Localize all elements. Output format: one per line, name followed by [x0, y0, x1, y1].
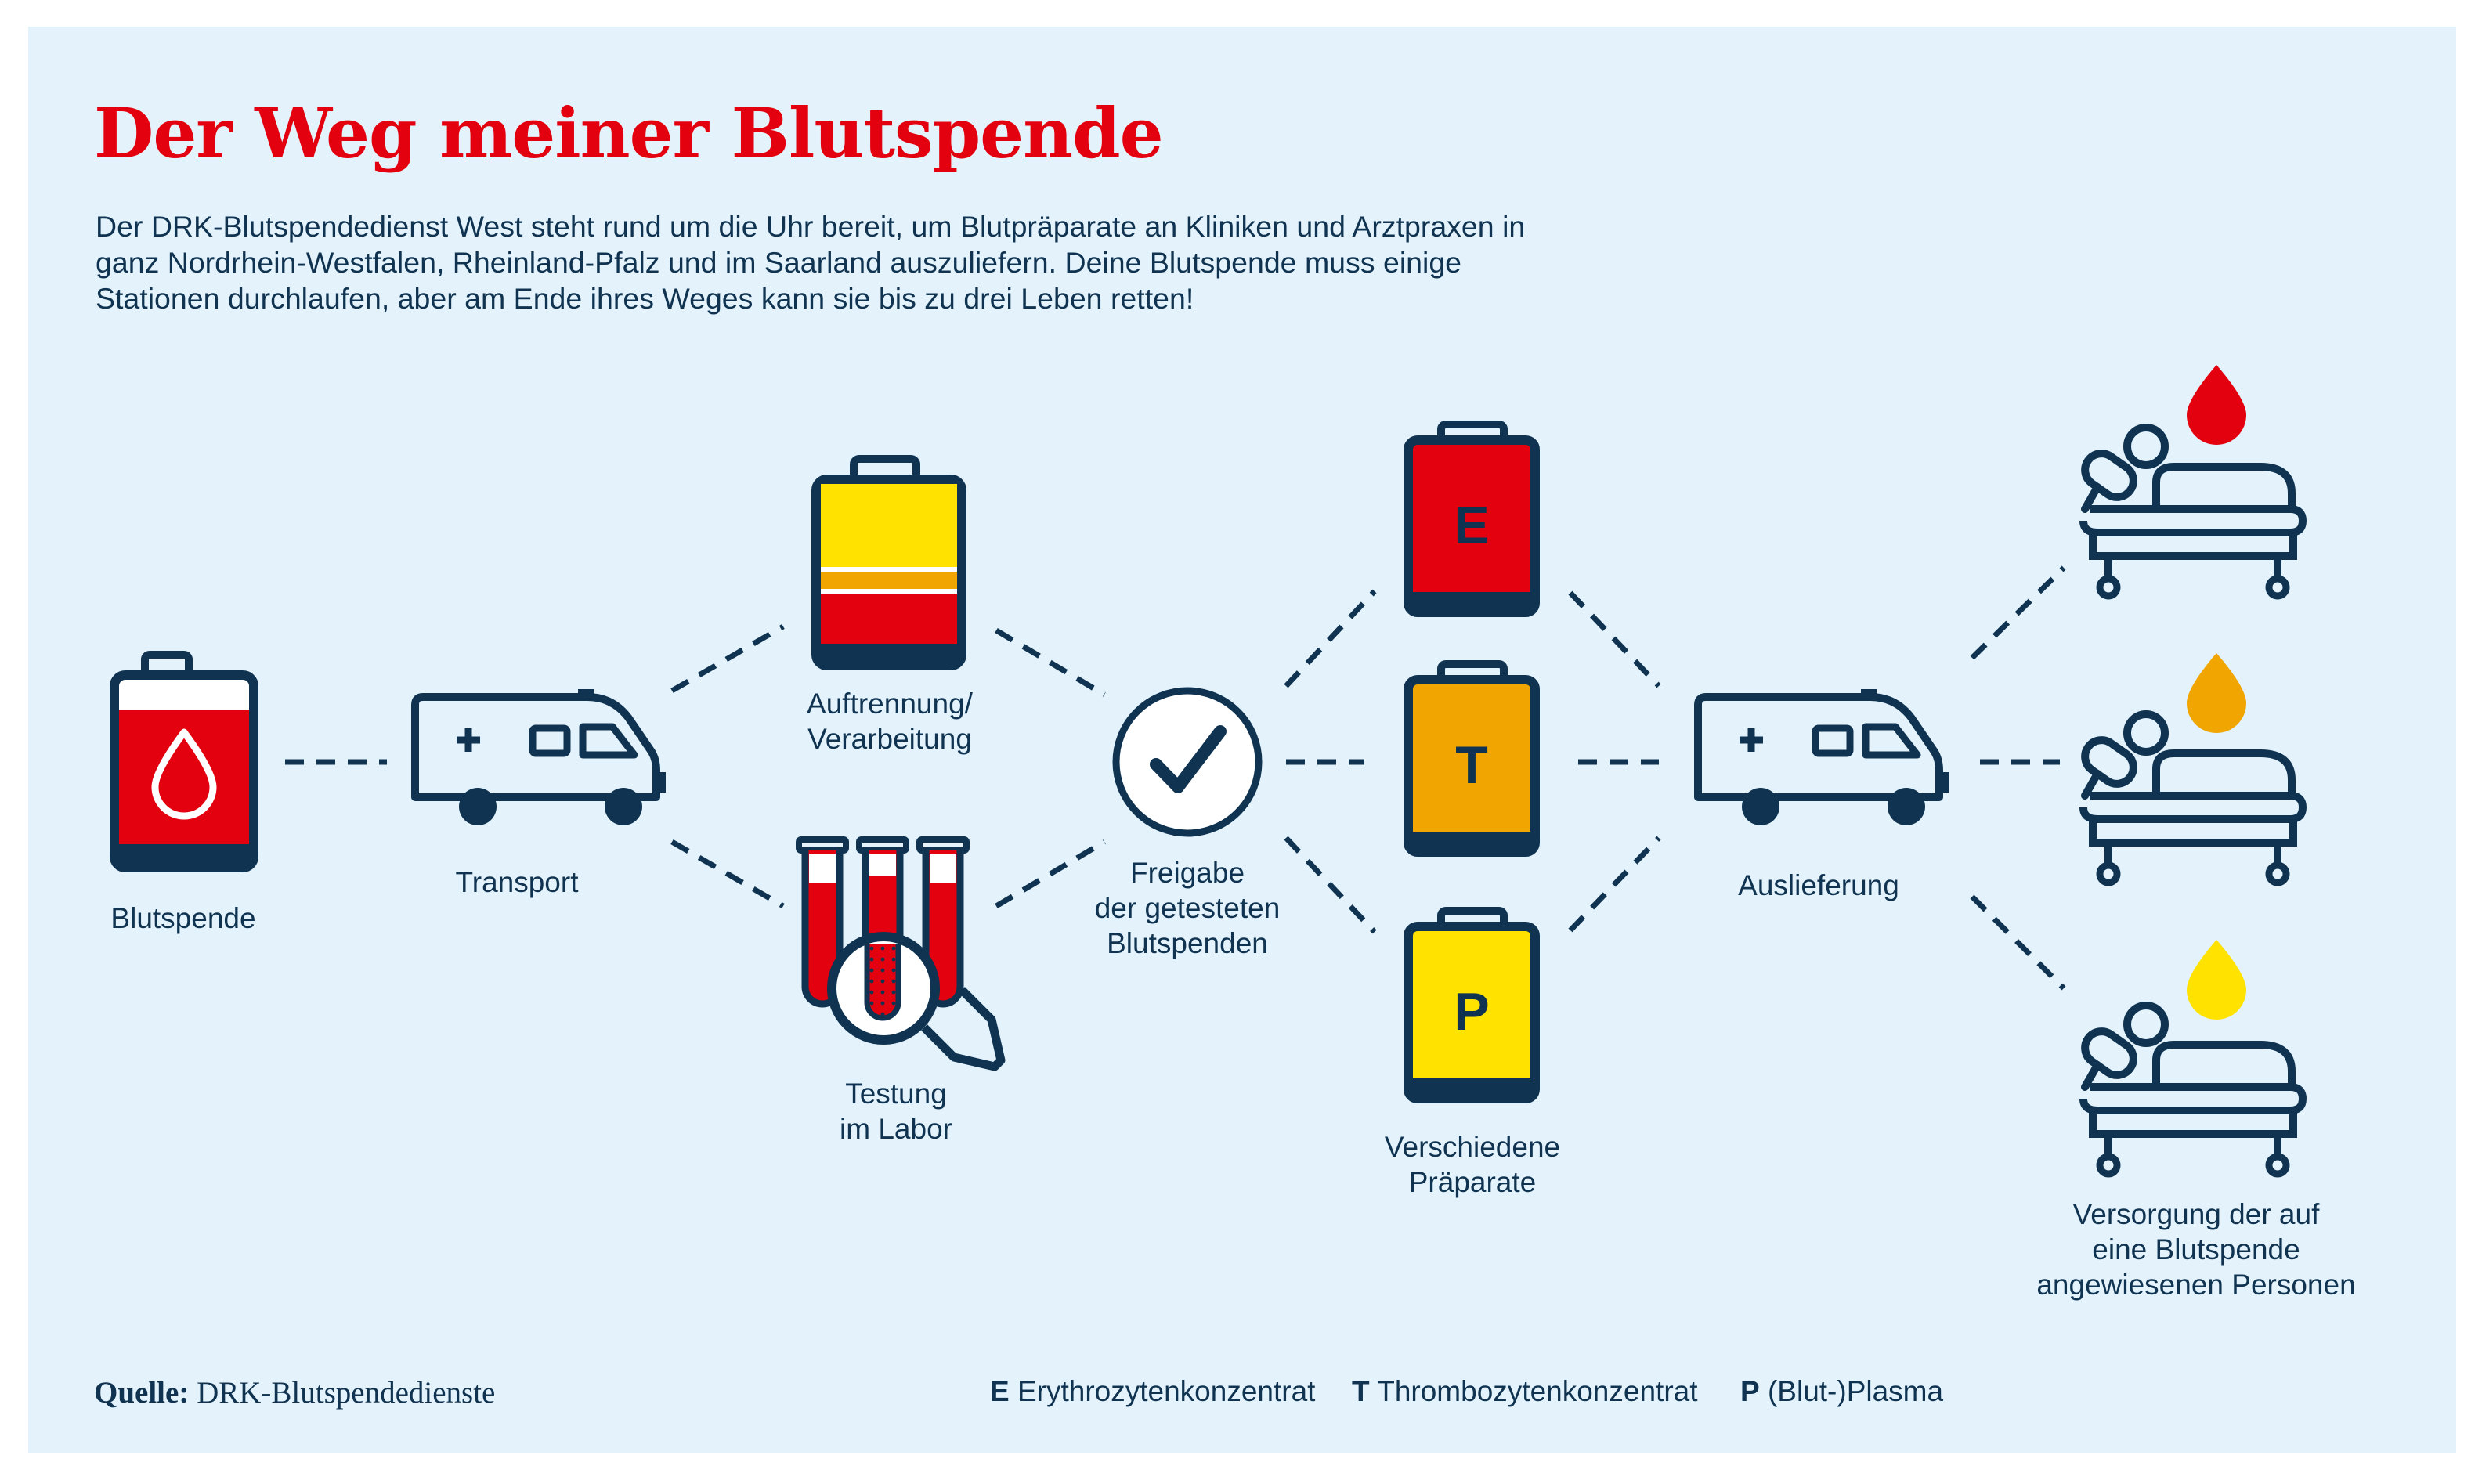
ambulance-icon [1698, 692, 1945, 825]
blood-bag-icon [110, 651, 258, 872]
thrombocyte-bag-icon: T [1404, 660, 1540, 857]
bag-letter-p: P [1454, 982, 1489, 1042]
erythrocyte-bag-icon: E [1404, 421, 1540, 617]
legend-item-p: P (Blut-)Plasma [1740, 1375, 1944, 1407]
label-auftrennung: Auftrennung/ Verarbeitung [807, 688, 973, 755]
blood-drop-icon [2187, 365, 2246, 445]
label-blutspende: Blutspende [110, 902, 256, 934]
legend-item-t: T Thrombozytenkonzentrat [1352, 1375, 1698, 1407]
test-tubes-magnifier-icon [796, 836, 1006, 1071]
patient-bed-icon [2079, 428, 2303, 596]
ambulance-icon [415, 692, 663, 825]
bag-letter-e: E [1454, 496, 1489, 555]
source-label: Quelle: [94, 1376, 190, 1410]
connector-lines [285, 565, 2066, 991]
source-text: DRK-Blutspendedienste [197, 1376, 496, 1410]
patient-bed-icon [2079, 714, 2303, 883]
label-transport: Transport [455, 866, 579, 898]
source-note: Quelle: DRK-Blutspendedienste [94, 1375, 495, 1410]
page-title: Der Weg meiner Blutspende [94, 92, 1164, 174]
label-praeparate: Verschiedene Präparate [1384, 1131, 1561, 1198]
plasma-bag-icon: P [1404, 907, 1540, 1103]
label-freigabe: Freigabe der getesteten Blutspenden [1094, 857, 1281, 959]
separated-bag-icon [811, 455, 966, 670]
legend-item-e: E Erythrozytenkonzentrat [990, 1375, 1316, 1407]
label-auslieferung: Auslieferung [1738, 869, 1899, 901]
checkmark-circle-icon [1112, 687, 1263, 837]
intro-text: Der DRK-Blutspendedienst West steht rund… [96, 210, 1526, 315]
blood-drop-icon [2187, 653, 2246, 733]
bag-letter-t: T [1455, 735, 1488, 795]
blood-drop-icon [2187, 940, 2246, 1020]
label-versorgung: Versorgung der auf eine Blutspende angew… [2036, 1198, 2356, 1301]
label-testung: Testung im Labor [840, 1078, 952, 1145]
patient-bed-icon [2079, 1006, 2303, 1174]
